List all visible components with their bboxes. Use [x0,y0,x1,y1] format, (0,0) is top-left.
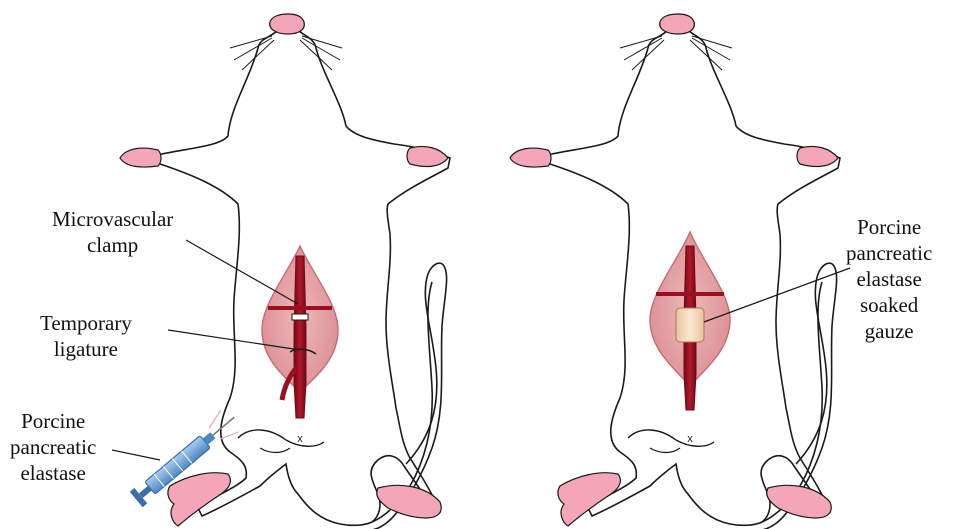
anus-mark-left: x [297,433,303,445]
label-line: elastase [10,460,96,486]
right-rat: x [510,14,840,529]
label-porcine-pancreatic-elastase: Porcine pancreatic elastase [10,408,96,486]
label-line: Porcine [10,408,96,434]
label-line: clamp [52,232,173,258]
label-line: Microvascular [52,206,173,232]
label-elastase-soaked-gauze: Porcine pancreatic elastase soaked gauze [846,214,932,344]
elastase-leader [112,450,160,460]
label-line: pancreatic [846,240,932,266]
label-line: Temporary [40,310,132,336]
label-line: pancreatic [10,434,96,460]
anus-mark-right: x [687,433,693,445]
label-microvascular-clamp: Microvascular clamp [52,206,173,258]
label-line: soaked [846,292,932,318]
label-temporary-ligature: Temporary ligature [40,310,132,362]
label-line: gauze [846,318,932,344]
left-rat: x [120,14,450,529]
label-line: ligature [40,336,132,362]
label-line: Porcine [846,214,932,240]
label-line: elastase [846,266,932,292]
